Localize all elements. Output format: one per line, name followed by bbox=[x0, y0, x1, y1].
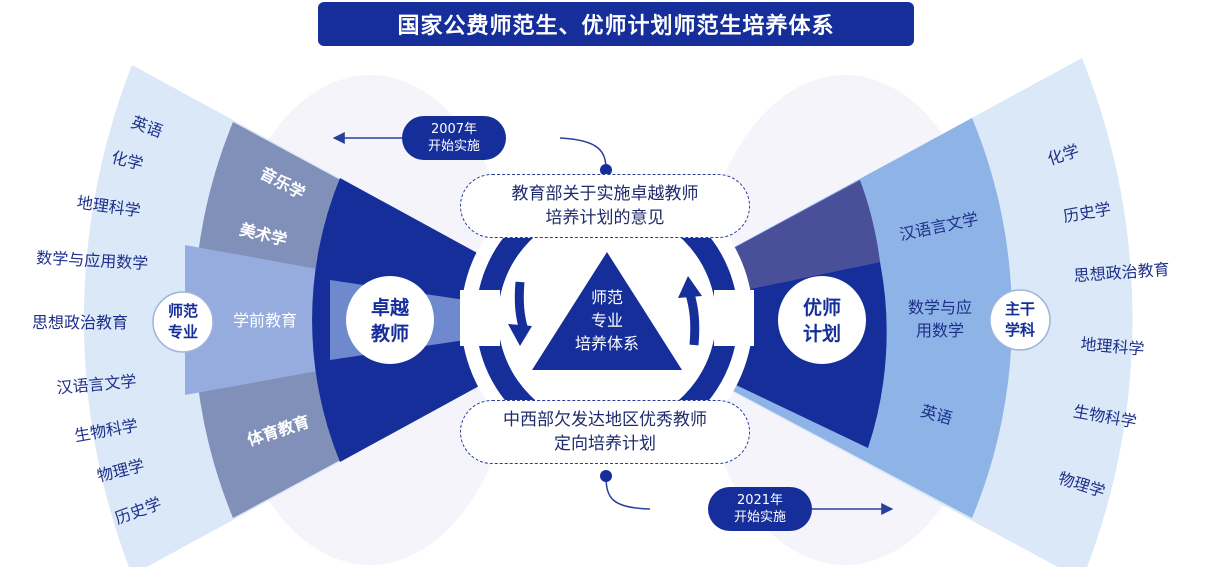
right-hub-line1: 优师 bbox=[803, 296, 841, 319]
left-hub-circle bbox=[346, 276, 434, 364]
right-hub-circle bbox=[778, 276, 866, 364]
top-box-line1: 教育部关于实施卓越教师 bbox=[511, 184, 699, 204]
right-mid-label: 数学与应 bbox=[908, 298, 972, 317]
center-triangle bbox=[532, 252, 682, 370]
arrow-up-icon bbox=[678, 276, 702, 346]
left-badge-line1: 师范 bbox=[168, 302, 198, 320]
left-hub-line2: 教师 bbox=[371, 322, 409, 345]
ring-gap-right bbox=[714, 290, 754, 346]
left-badge-circle bbox=[152, 291, 214, 353]
right-badge-circle bbox=[989, 289, 1051, 351]
left-hub-line1: 卓越 bbox=[371, 296, 410, 319]
right-mid-label: 用数学 bbox=[916, 321, 964, 340]
top-dot bbox=[600, 164, 612, 176]
top-box-line2: 培养计划的意见 bbox=[545, 208, 665, 228]
bottom-connector bbox=[605, 475, 651, 510]
top-policy-box: 教育部关于实施卓越教师 培养计划的意见 bbox=[460, 174, 750, 238]
bottom-box-line1: 中西部欠发达地区优秀教师 bbox=[503, 410, 707, 430]
left-mid-label: 学前教育 bbox=[233, 311, 297, 330]
year-2021-label: 开始实施 bbox=[733, 510, 786, 525]
bottom-dot bbox=[600, 470, 612, 482]
right-badge-line1: 主干 bbox=[1005, 300, 1035, 318]
center-text-3: 培养体系 bbox=[575, 334, 639, 353]
bottom-policy-box: 中西部欠发达地区优秀教师 定向培养计划 bbox=[460, 400, 750, 464]
left-outer-label: 思想政治教育 bbox=[32, 313, 128, 332]
center-text-1: 师范 bbox=[591, 288, 623, 307]
bottom-box-line2: 定向培养计划 bbox=[554, 434, 656, 454]
page-title: 国家公费师范生、优师计划师范生培养体系 bbox=[318, 2, 914, 46]
right-badge-line2: 学科 bbox=[1005, 321, 1035, 339]
year-2021-badge: 2021年 开始实施 bbox=[708, 487, 812, 531]
year-2021-year: 2021年 bbox=[736, 493, 784, 508]
year-2007-badge: 2007年 开始实施 bbox=[402, 116, 506, 160]
arrow-down-icon bbox=[508, 281, 532, 346]
center-text-2: 专业 bbox=[591, 311, 623, 330]
ring-gap-left bbox=[460, 290, 500, 346]
right-hub-line2: 计划 bbox=[803, 322, 841, 345]
year-2007-label: 开始实施 bbox=[427, 139, 480, 154]
left-badge-line2: 专业 bbox=[168, 323, 198, 341]
top-connector bbox=[559, 137, 607, 171]
year-2007-year: 2007年 bbox=[430, 122, 478, 137]
